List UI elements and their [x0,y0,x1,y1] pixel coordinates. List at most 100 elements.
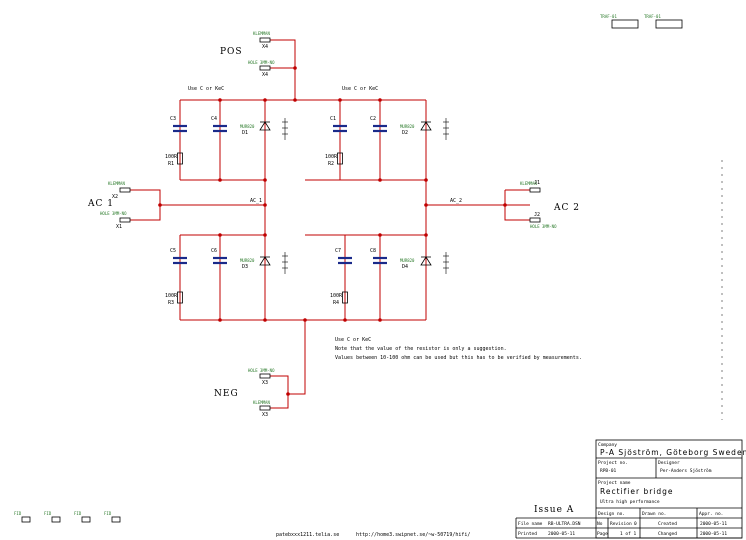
pos-conn-hole: HOLE 3MM-NO [248,60,275,65]
capacitor-c4 [213,124,227,133]
ac1-conn-hole: HOLE 3MM-NO [100,211,127,216]
junction-dots [158,66,507,396]
tb-printed: 2000-05-11 [548,531,575,537]
fid1: FID [14,511,22,516]
tb-project-no: RPB-01 [600,468,617,474]
heatsinks [282,118,449,274]
label-c5: C5 [170,248,176,254]
footer-url: http://home3.swipnet.se/~w-50719/hifi/ [356,532,470,538]
label-c7: C7 [335,248,341,254]
tb-project-name-label: Project name [598,480,631,486]
resistors [177,152,348,304]
diode-part-d2: MUR820 [400,124,415,129]
label-c6: C6 [211,248,217,254]
tb-revision-label: Revision [610,521,632,527]
tb-page-label: Page [597,531,608,537]
res-val-r4: 100R [330,293,343,299]
net-labels: POS NEG AC 1 AC 2 AC_1 AC_2 Use C or KeC… [87,47,582,399]
res-val-r3: 100R [165,293,178,299]
tb-project-sub: Ultra high performance [600,499,660,505]
label-x4-bot: X4 [262,72,268,78]
label-c1: C1 [330,116,336,122]
wiring [130,39,530,409]
diode-d2 [420,121,432,131]
label-d1: D1 [242,130,248,136]
label-x4-top: X4 [262,44,268,50]
use-c-top-left: Use C or KeC [188,86,224,92]
diode-d4 [420,256,432,266]
neg-label: NEG [214,389,239,399]
fid2: FID [44,511,52,516]
capacitor-c6 [213,256,227,265]
capacitor-c3 [173,124,187,133]
ac1-conn-part: KLEMMAN [108,181,125,186]
tb-company-label: Company [598,442,617,448]
title-block: Company P-A Sjöström, Göteborg Sweden Pr… [515,439,746,539]
ac2-conn-hole: HOLE 3MM-NO [530,224,557,229]
label-x3-bot: X3 [262,412,268,418]
trf2-part: TRAF-01 [644,14,661,19]
label-c2: C2 [370,116,376,122]
tb-appr-label: Appr. no. [699,511,723,517]
pos-label: POS [220,47,243,57]
ac2-conn-part: KLEMMAN [520,181,537,186]
label-d4: D4 [402,264,408,270]
diodes [259,121,432,266]
label-c8: C8 [370,248,376,254]
label-j1: J1 [534,180,540,186]
tb-created-label: Created [658,521,677,527]
diode-part-d1: MUR820 [240,124,255,129]
capacitor-c7 [338,256,352,265]
diode-part-d3: MUR820 [240,258,255,263]
ac1-label: AC 1 [87,199,114,209]
res-val-r1: 100R [165,154,178,160]
resistor-note-2: Values between 10-100 ohm can be used bu… [335,355,582,361]
label-x3: X3 [262,380,268,386]
neg-conn-hole: HOLE 3MM-NO [248,368,275,373]
label-d2: D2 [402,130,408,136]
ac2-net-label: AC_2 [450,198,462,204]
capacitor-c2 [373,124,387,133]
neg-conn-part: KLEMMAN [253,400,270,405]
tb-file-label: File name [518,521,543,527]
diode-d3 [259,256,271,266]
label-x2: X2 [112,194,118,200]
capacitor-c8 [373,256,387,265]
capacitor-c1 [333,124,347,133]
label-r3: R3 [168,300,174,306]
ac2-label: AC 2 [553,203,580,213]
label-c4: C4 [211,116,217,122]
connectors [21,19,683,523]
tb-project-no-label: Project no. [598,460,628,466]
tb-drawn-label: Drawn no. [642,511,666,517]
trf1-part: TRAF-01 [600,14,617,19]
use-c-bottom: Use C or KeC [335,337,371,343]
ac1-net-label: AC_1 [250,198,262,204]
tb-designer-label: Designer [658,460,680,466]
fid3: FID [74,511,82,516]
label-d3: D3 [242,264,248,270]
footer: Issue A patebxxx1211.telia.se http://hom… [276,505,574,538]
tb-file: RB-ULTRA.DSN [548,521,581,527]
tb-page: 1 of 1 [620,531,637,537]
capacitors [173,124,387,265]
tb-project-name: Rectifier bridge [600,487,674,496]
label-c3: C3 [170,116,176,122]
tb-created: 2000-05-11 [700,521,727,527]
res-val-r2: 100R [325,154,338,160]
label-j2: J2 [534,212,540,218]
pos-conn-part: KLEMMAN [253,31,270,36]
capacitor-c5 [173,256,187,265]
use-c-top-right: Use C or KeC [342,86,378,92]
tb-designer: Per-Anders Sjöström [660,468,712,474]
fid4: FID [104,511,112,516]
tb-revision: 0 [634,521,637,527]
tb-changed: 2000-05-11 [700,531,727,537]
tb-no-label: No [597,521,603,527]
issue-label: Issue A [534,505,574,515]
diode-part-d4: MUR820 [400,258,415,263]
tb-company: P-A Sjöström, Göteborg Sweden [600,448,746,457]
diode-d1 [259,121,271,131]
tb-changed-label: Changed [658,531,677,537]
